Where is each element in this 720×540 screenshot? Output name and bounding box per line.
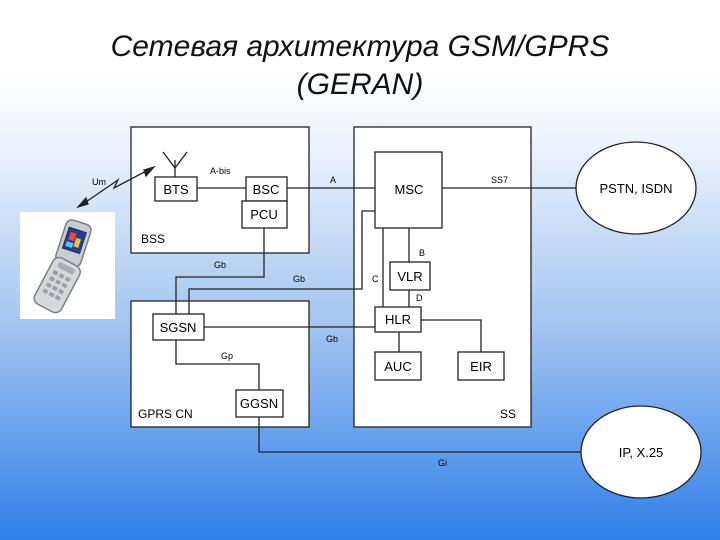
link-gp [175, 340, 260, 390]
slide-title: Сетевая архитектура GSM/GPRS (GERAN) [0, 28, 720, 104]
antenna-right [174, 151, 188, 169]
interface-ss7: SS7 [491, 175, 508, 185]
ip-x25-label: IP, X.25 [619, 445, 664, 460]
auc-box [374, 351, 422, 381]
hlr-label: HLR [385, 312, 411, 327]
mobile-phone-icon [33, 219, 92, 314]
interface-b: B [419, 248, 425, 258]
interface-c: C [372, 274, 379, 284]
sgsn-box [152, 313, 205, 341]
bss-region-label: BSS [141, 232, 165, 246]
pcu-label: PCU [250, 207, 277, 222]
interface-um: Um [92, 177, 106, 187]
ss-region-label: SS [500, 407, 516, 421]
bsc-box [245, 176, 288, 202]
ggsn-label: GGSN [240, 396, 278, 411]
pstn-isdn-label: PSTN, ISDN [600, 181, 673, 196]
interface-gi: Gi [438, 458, 447, 468]
interface-d: D [416, 293, 423, 303]
link-hlr-eir [421, 319, 482, 352]
ggsn-box [235, 389, 284, 418]
link-gi [258, 417, 581, 453]
msc-box [374, 151, 443, 229]
vlr-label: VLR [397, 269, 422, 284]
mobile-phone-image [20, 212, 115, 319]
eir-box [457, 351, 505, 381]
hlr-box [374, 306, 422, 333]
title-line-2: (GERAN) [296, 68, 424, 101]
pcu-box [241, 200, 288, 229]
interface-a: A [330, 175, 336, 185]
radio-arrow-bts [143, 165, 157, 178]
radio-link-um [79, 167, 153, 207]
link-gb-pcu-sgsn [175, 228, 265, 314]
interface-gb-hlr: Gb [326, 334, 338, 344]
interface-abis: A-bis [210, 166, 231, 176]
bts-label: BTS [163, 182, 189, 197]
gprs-cn-region-label: GPRS CN [138, 407, 193, 421]
link-gb-sgsn-msc [188, 210, 375, 314]
bsc-label: BSC [253, 182, 280, 197]
interface-gb-msc: Gb [293, 274, 305, 284]
vlr-box [389, 261, 431, 291]
auc-label: AUC [384, 359, 411, 374]
radio-arrow-phone [75, 196, 89, 209]
msc-label: MSC [395, 182, 424, 197]
interface-gp: Gp [221, 351, 233, 361]
interface-gb-pcu: Gb [214, 260, 226, 270]
sgsn-label: SGSN [160, 320, 197, 335]
eir-label: EIR [470, 359, 492, 374]
antenna-left [162, 151, 176, 169]
bts-box [154, 176, 198, 202]
title-line-1: Сетевая архитектура GSM/GPRS [110, 30, 610, 63]
